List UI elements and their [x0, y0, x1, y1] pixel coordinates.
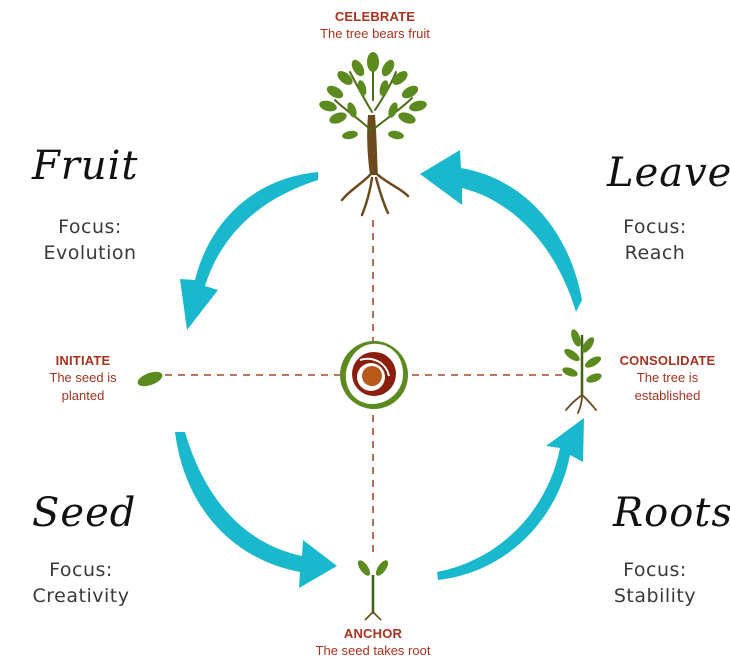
arrow-top-left [180, 172, 318, 330]
focus-label: Focus: [58, 216, 122, 238]
stage-consolidate-desc-line2: established [634, 388, 701, 403]
sprout-icon [357, 560, 389, 621]
stage-consolidate-label: CONSOLIDATE The tree is established [610, 352, 725, 405]
arrow-bottom-right [437, 418, 584, 580]
stage-consolidate-title: CONSOLIDATE [619, 353, 716, 368]
quadrant-roots-title: Roots [613, 490, 730, 536]
stage-initiate-desc-line1: The seed is [49, 370, 117, 385]
quadrant-roots-focus: Focus: Stability [590, 557, 720, 609]
focus-value: Evolution [43, 242, 137, 264]
quadrant-fruit-title: Fruit [32, 143, 139, 189]
young-tree-icon [562, 329, 602, 414]
stage-celebrate-desc: The tree bears fruit [320, 26, 430, 41]
arrow-top-right [420, 150, 582, 312]
focus-value: Reach [624, 242, 686, 264]
stage-anchor-desc: The seed takes root [315, 643, 431, 658]
stage-celebrate-title: CELEBRATE [334, 9, 416, 24]
focus-label: Focus: [623, 559, 687, 581]
arrow-bottom-left [175, 432, 337, 588]
quadrant-leaves-title: Leaves [607, 150, 730, 196]
quadrant-fruit-focus: Focus: Evolution [20, 214, 160, 266]
stage-anchor-label: ANCHOR The seed takes root [290, 625, 456, 660]
quadrant-seed-focus: Focus: Creativity [6, 557, 156, 609]
seed-icon [137, 371, 163, 387]
stage-initiate-title: INITIATE [55, 353, 111, 368]
stage-consolidate-desc-line1: The tree is [636, 370, 699, 385]
big-tree-icon [319, 52, 427, 217]
stage-initiate-desc-line2: planted [61, 388, 105, 403]
focus-value: Stability [613, 585, 697, 607]
stage-celebrate-label: CELEBRATE The tree bears fruit [290, 8, 460, 43]
rose-icon [340, 341, 408, 409]
stage-anchor-title: ANCHOR [343, 626, 403, 641]
focus-value: Creativity [32, 585, 130, 607]
focus-label: Focus: [623, 216, 687, 238]
stage-initiate-label: INITIATE The seed is planted [28, 352, 138, 405]
quadrant-leaves-focus: Focus: Reach [590, 214, 720, 266]
quadrant-seed-title: Seed [32, 490, 137, 536]
focus-label: Focus: [49, 559, 113, 581]
